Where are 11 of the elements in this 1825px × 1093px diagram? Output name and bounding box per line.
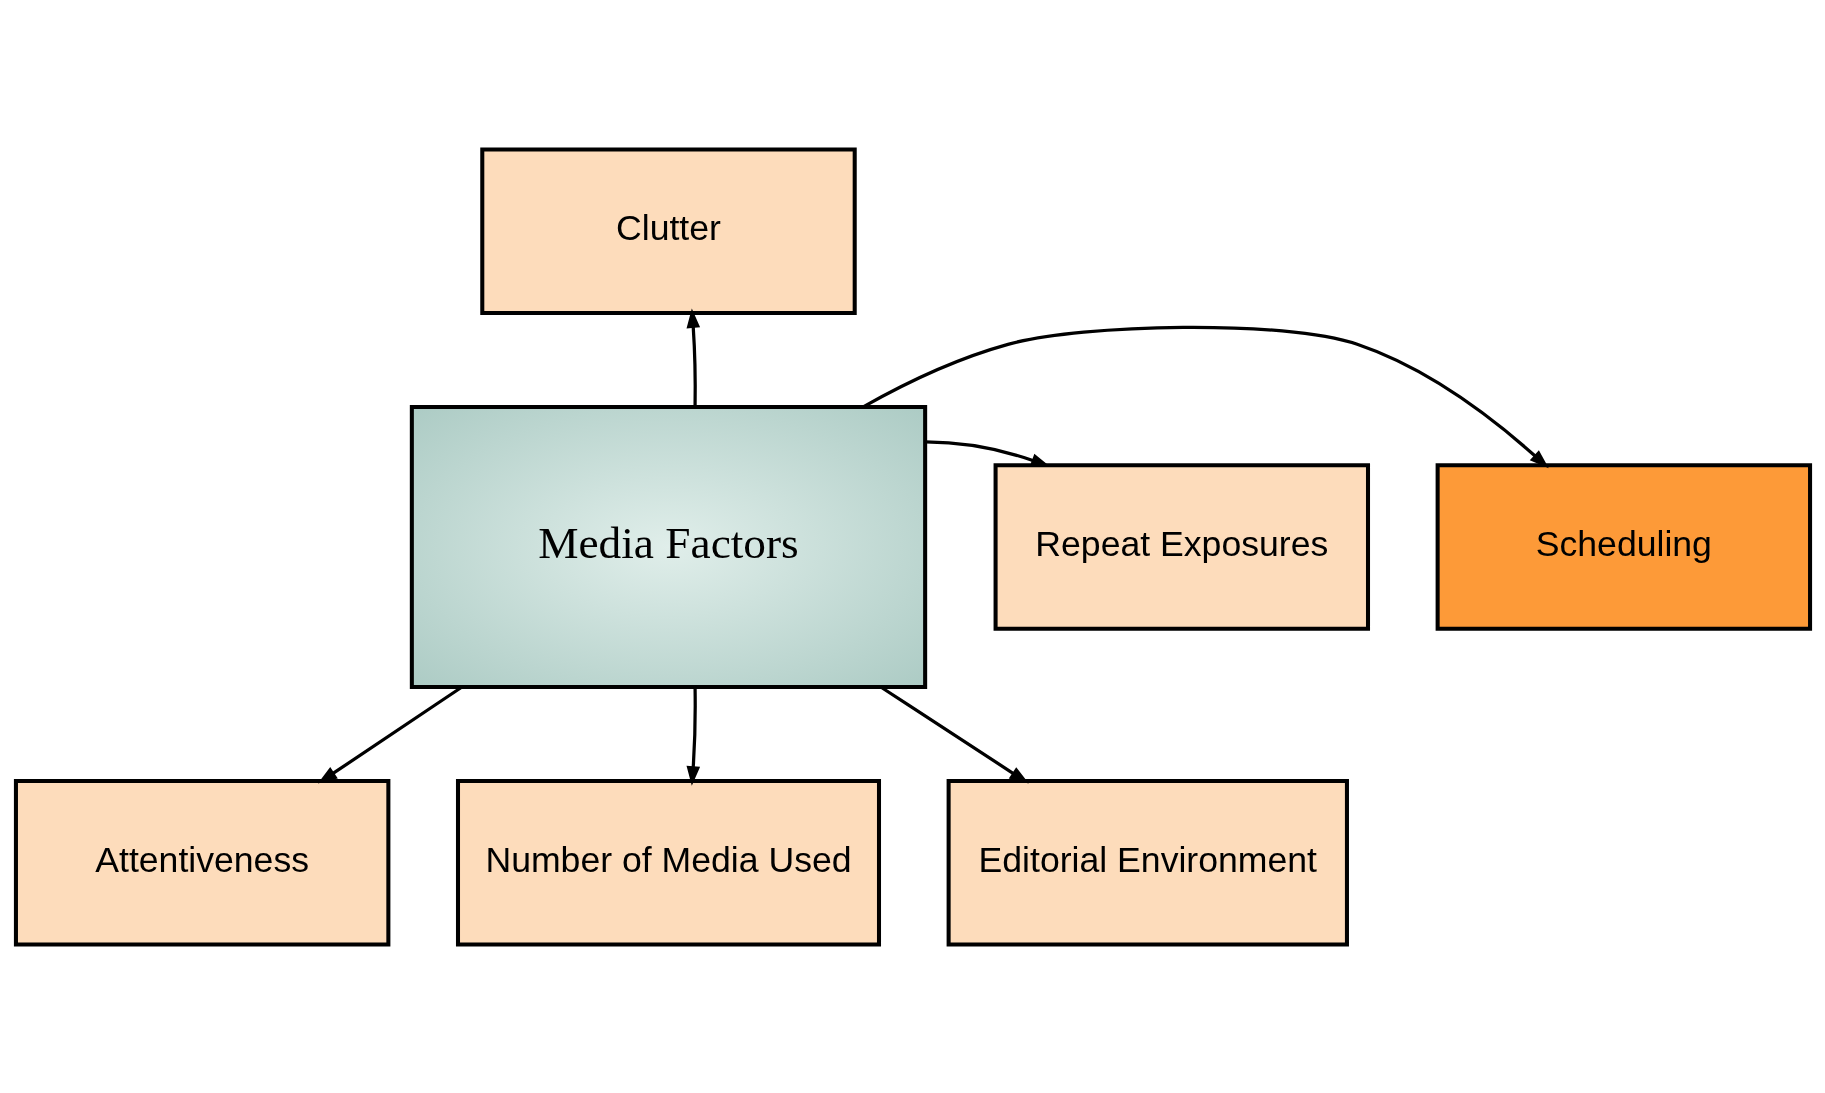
arrow	[686, 687, 700, 786]
node-box: Attentiveness	[13, 778, 390, 947]
node-box: Media Factors	[409, 404, 927, 689]
node-box: Scheduling	[1435, 462, 1812, 631]
arrow	[925, 439, 1050, 467]
node-box: Repeat Exposures	[993, 462, 1370, 631]
arrow	[861, 325, 1549, 468]
node-box: Number of Media Used	[455, 778, 881, 947]
arrow	[686, 307, 700, 406]
node-box: Editorial Environment	[946, 778, 1349, 947]
node-box: Clutter	[479, 146, 857, 315]
